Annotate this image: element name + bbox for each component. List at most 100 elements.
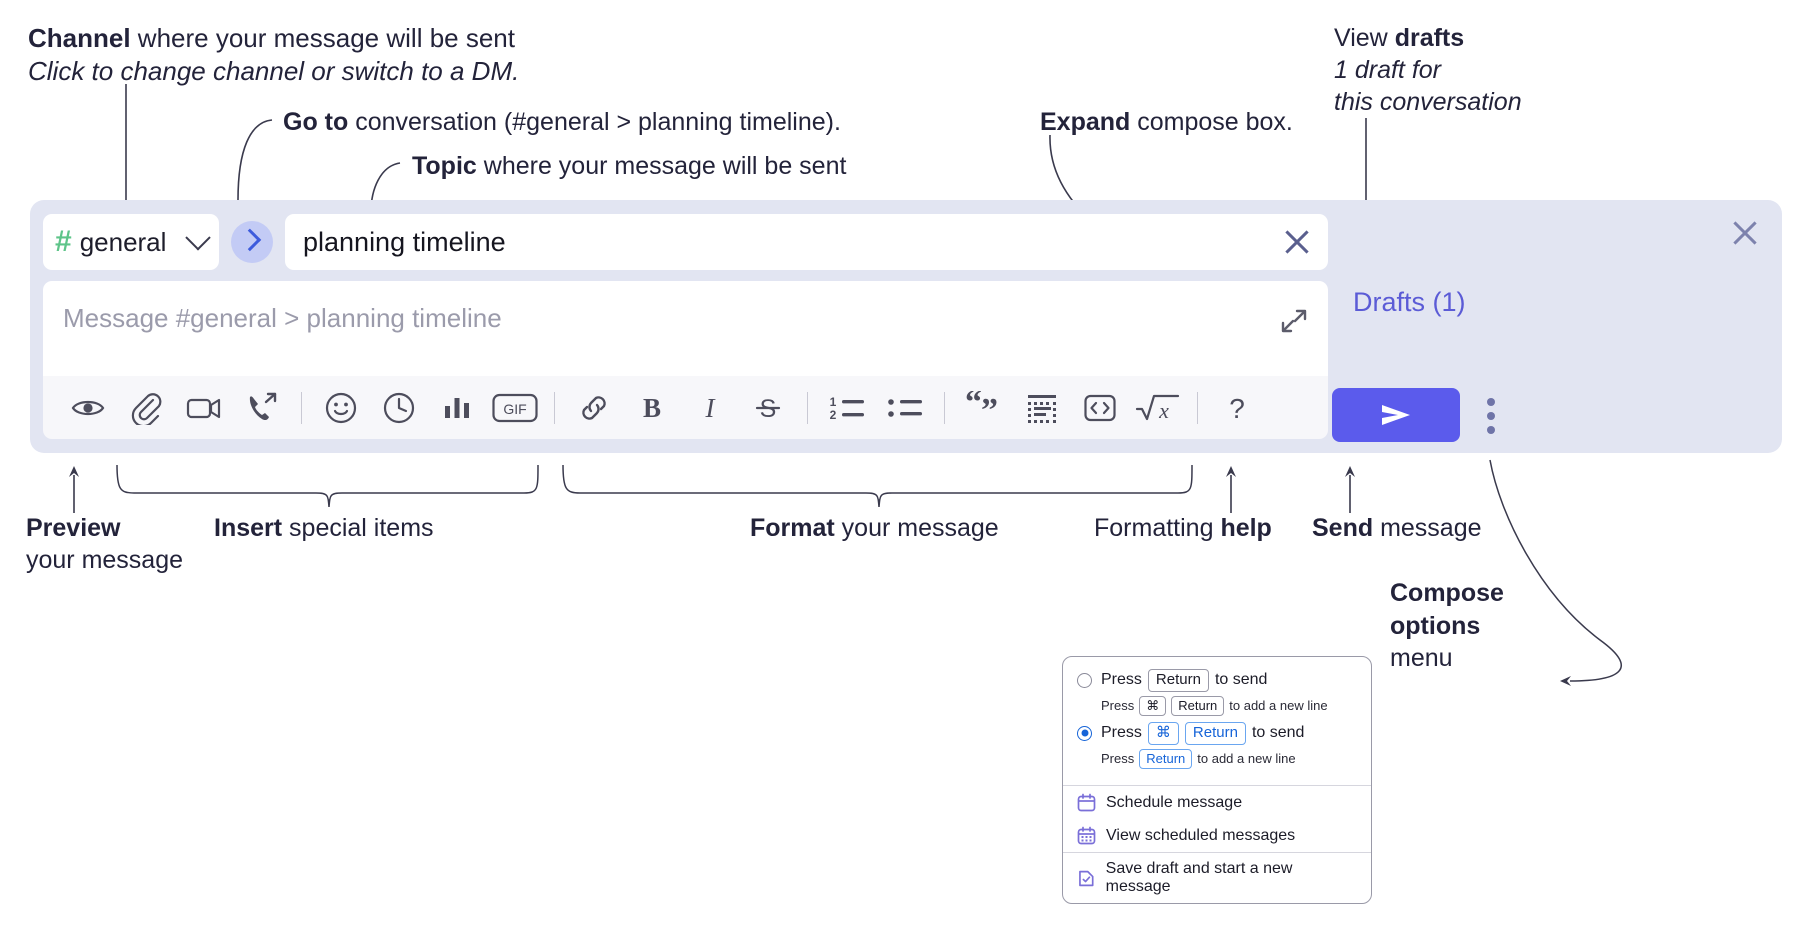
annotation-compose-options-rest: menu <box>1390 644 1453 672</box>
menu-item-view-scheduled-messages[interactable]: View scheduled messages <box>1063 819 1371 852</box>
gif-button[interactable]: GIF <box>486 384 544 432</box>
hash-icon: # <box>55 225 72 258</box>
annotation-channel: Channel where your message will be sent … <box>28 22 519 89</box>
annotation-topic-rest: where your message will be sent <box>476 152 847 180</box>
compose-panel: Drafts (1) # general planning timeline <box>30 200 1782 453</box>
video-clip-button[interactable] <box>175 384 233 432</box>
math-button[interactable]: x <box>1129 384 1187 432</box>
annotation-goto-bold: Go to <box>283 108 349 136</box>
option-press-return[interactable]: Press Return to send <box>1077 669 1357 692</box>
compose-inner: # general planning timeline Message #gen… <box>43 213 1328 439</box>
annotation-preview: Preview your message <box>26 512 183 576</box>
radio-press-return[interactable] <box>1077 672 1092 688</box>
send-button[interactable] <box>1332 388 1460 442</box>
poll-button[interactable] <box>428 384 486 432</box>
annotation-drafts-plain: View <box>1334 24 1395 52</box>
message-input[interactable]: Message #general > planning timeline <box>43 281 1328 376</box>
option-press-return-post: to send <box>1214 671 1268 689</box>
blockquote-button[interactable]: “ ” <box>955 384 1013 432</box>
inline-code-button[interactable] <box>1071 384 1129 432</box>
bold-button[interactable]: B <box>623 384 681 432</box>
chevron-down-icon <box>185 225 211 251</box>
annotation-drafts-italic1: 1 draft for <box>1334 56 1441 84</box>
more-vertical-icon-dot-3 <box>1487 426 1495 434</box>
goto-conversation-button[interactable] <box>231 221 273 263</box>
option-cmd-post: to send <box>1251 724 1305 742</box>
send-shortcut-options: Press Return to send Press ⌘ Return to a… <box>1063 657 1371 785</box>
radio-press-cmd-return[interactable] <box>1077 725 1092 741</box>
paperclip-icon <box>131 392 162 425</box>
ordered-list-button[interactable]: 1 2 <box>818 384 876 432</box>
italic-icon: I <box>705 393 717 423</box>
channel-name: general <box>79 226 167 257</box>
bullet-list-button[interactable] <box>876 384 934 432</box>
formatting-help-button[interactable]: ? <box>1208 384 1266 432</box>
annotation-expand: Expand compose box. <box>1040 106 1293 138</box>
quote-icon: “ ” <box>965 391 998 425</box>
annotation-compose-options: Compose options menu <box>1390 577 1504 675</box>
preview-button[interactable] <box>59 384 117 432</box>
topic-value: planning timeline <box>303 226 506 257</box>
strikethrough-button[interactable]: S <box>739 384 797 432</box>
ordered-list-icon: 1 2 <box>830 395 864 422</box>
audio-clip-button[interactable] <box>233 384 291 432</box>
compose-options-dropdown: Press Return to send Press ⌘ Return to a… <box>1062 656 1372 904</box>
option-press-cmd-return[interactable]: Press ⌘ Return to send <box>1077 722 1357 745</box>
code-block-button[interactable] <box>1013 384 1071 432</box>
menu-item-save-draft-new-message[interactable]: Save draft and start a new message <box>1063 853 1371 903</box>
menu-divider-2 <box>1063 852 1371 853</box>
italic-button[interactable]: I <box>681 384 739 432</box>
message-placeholder: Message #general > planning timeline <box>63 303 502 333</box>
bullet-list-icon <box>888 398 922 417</box>
toolbar-separator-5 <box>1197 391 1198 424</box>
bold-icon: B <box>643 393 661 423</box>
expand-compose-button[interactable] <box>1278 305 1310 337</box>
annotation-channel-rest: where your message will be sent <box>130 23 515 53</box>
more-vertical-icon-dot-1 <box>1487 398 1495 406</box>
annotation-compose-options-bold1: Compose <box>1390 579 1504 607</box>
hint-pre: Press <box>1101 698 1135 714</box>
annotation-help-plain: Formatting <box>1094 514 1221 542</box>
annotation-goto: Go to conversation (#general > planning … <box>283 106 841 138</box>
code-brackets-icon <box>1084 394 1116 421</box>
calendar-grid-icon <box>1077 826 1096 845</box>
expand-icon <box>1281 309 1307 333</box>
option-cmd-pre: Press <box>1101 724 1142 742</box>
attach-button[interactable] <box>117 384 175 432</box>
svg-text:GIF: GIF <box>503 401 526 417</box>
compose-options-menu-button[interactable] <box>1478 392 1504 440</box>
toolbar-separator-1 <box>301 391 302 424</box>
svg-text:”: ” <box>981 392 998 425</box>
annotation-format: Format your message <box>750 512 999 544</box>
hint-post: to add a new line <box>1229 698 1328 714</box>
send-paper-plane-icon <box>1382 405 1410 425</box>
menu-item-schedule-message[interactable]: Schedule message <box>1063 786 1371 819</box>
key-return: Return <box>1147 669 1209 692</box>
svg-text:I: I <box>705 393 717 423</box>
link-button[interactable] <box>565 384 623 432</box>
emoji-button[interactable] <box>312 384 370 432</box>
option-press-return-hint: Press ⌘ Return to add a new line <box>1101 695 1357 716</box>
menu-item-schedule-message-label: Schedule message <box>1106 793 1243 811</box>
annotation-drafts: View drafts 1 draft for this conversatio… <box>1334 22 1522 118</box>
drafts-link[interactable]: Drafts (1) <box>1353 287 1466 317</box>
channel-selector[interactable]: # general <box>43 214 219 270</box>
topic-field[interactable]: planning timeline <box>285 214 1328 270</box>
smiley-icon <box>325 392 357 423</box>
hint2-post: to add a new line <box>1197 751 1296 767</box>
calendar-icon <box>1077 793 1096 812</box>
topic-clear-icon[interactable] <box>1282 227 1312 257</box>
key-return-blue-small: Return <box>1139 748 1193 769</box>
svg-text:B: B <box>643 393 661 423</box>
compose-header-row: # general planning timeline <box>43 213 1328 271</box>
gif-icon: GIF <box>492 393 538 422</box>
annotation-topic-bold: Topic <box>412 152 477 180</box>
phone-arrow-icon <box>249 392 277 420</box>
annotation-topic: Topic where your message will be sent <box>412 150 846 182</box>
strikethrough-icon: S <box>755 395 781 423</box>
reminder-button[interactable] <box>370 384 428 432</box>
annotation-goto-rest: conversation (#general > planning timeli… <box>348 108 841 136</box>
annotation-preview-bold: Preview <box>26 514 121 542</box>
key-return-small: Return <box>1171 695 1225 716</box>
panel-close-button[interactable] <box>1730 218 1760 248</box>
